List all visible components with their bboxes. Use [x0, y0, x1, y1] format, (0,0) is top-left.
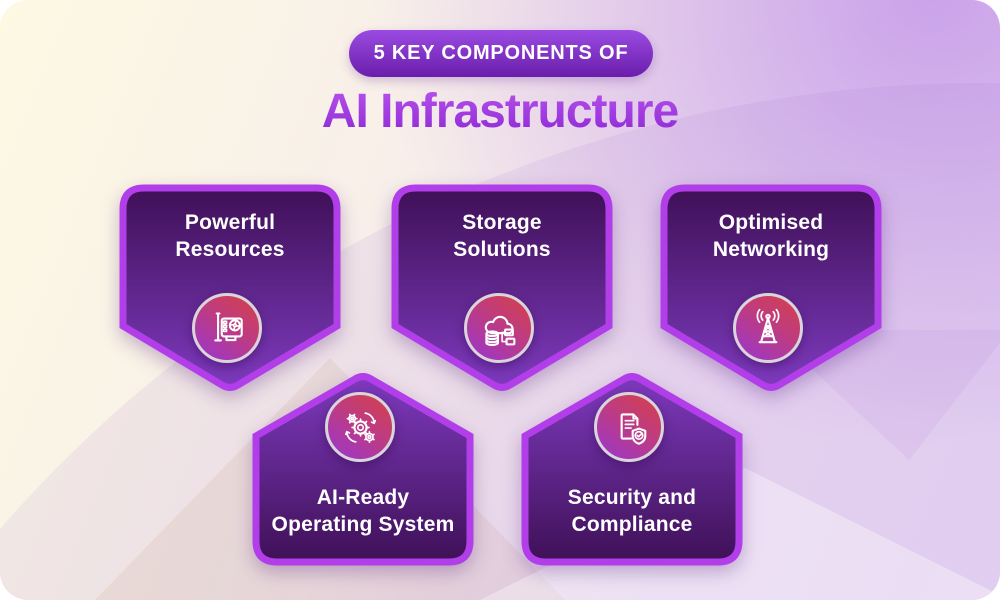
- card-label: Security and Compliance: [567, 486, 697, 536]
- icon-circle: [733, 293, 803, 363]
- card-label: Storage Solutions: [453, 211, 551, 261]
- card-storage-solutions: Storage Solutions: [391, 184, 613, 396]
- card-shape: [119, 184, 341, 391]
- card-label: AI-Ready Operating System: [271, 486, 455, 536]
- card-shape: [252, 373, 474, 566]
- cloud-storage-icon: [484, 315, 516, 347]
- icon-circle: [192, 293, 262, 363]
- card-label: Optimised Networking: [712, 211, 830, 261]
- document-shield-icon: [620, 413, 647, 445]
- card-shape: [391, 184, 613, 391]
- gears-process-icon: [344, 412, 377, 444]
- icon-circle: [464, 293, 534, 363]
- header-badge: 5 KEY COMPONENTS OF: [349, 30, 653, 77]
- card-powerful-resources: Powerful Resources: [119, 184, 341, 396]
- icon-circle: [594, 392, 664, 462]
- page-title: AI Infrastructure: [0, 84, 1000, 139]
- icon-circle: [325, 392, 395, 462]
- card-ai-ready-os: AI-Ready Operating System: [252, 372, 474, 566]
- card-security-compliance: Security and Compliance: [521, 372, 743, 566]
- card-optimised-networking: Optimised Networking: [660, 184, 882, 396]
- gpu-card-icon: [214, 312, 243, 342]
- header-badge-text: 5 KEY COMPONENTS OF: [373, 42, 629, 64]
- radio-tower-icon: [756, 308, 780, 344]
- card-shape: [521, 373, 743, 566]
- card-shape: [660, 184, 882, 391]
- card-label: Powerful Resources: [175, 211, 285, 261]
